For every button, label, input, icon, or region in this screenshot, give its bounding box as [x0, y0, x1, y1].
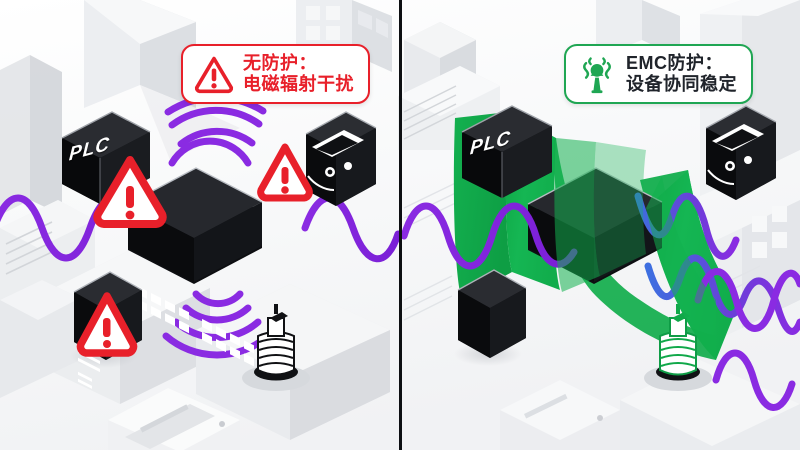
wave-left-outgoing-b: [301, 194, 402, 263]
radiation-arcs-bottom: [162, 290, 272, 359]
badge-unprotected-text: 无防护： 电磁辐射干扰: [243, 53, 354, 95]
badge-emc-protected[interactable]: EMC防护： 设备协同稳定: [564, 44, 753, 105]
warning-triangle-server: [76, 292, 138, 357]
device-hmi-left: [305, 111, 377, 206]
badge-unprotected[interactable]: 无防护： 电磁辐射干扰: [181, 44, 370, 105]
warning-triangle-icon: [194, 56, 234, 94]
warning-triangle-plc: [93, 156, 167, 228]
badge-emc-line2: 设备协同稳定: [626, 74, 737, 95]
device-plc-right: [461, 105, 553, 198]
wave-right-outgoing: [694, 268, 800, 332]
wave-right-outgoing-low: [712, 349, 796, 411]
badge-unprotected-line1: 无防护：: [243, 53, 317, 73]
emc-tower-shield-icon: [583, 57, 611, 94]
badge-unprotected-line2: 电磁辐射干扰: [243, 74, 354, 95]
wave-right-incoming: [400, 202, 578, 270]
shield-face-front-left: [554, 138, 600, 292]
warning-triangle-hmi: [257, 143, 313, 202]
badge-emc-protected-text: EMC防护： 设备协同稳定: [626, 53, 737, 95]
device-hmi-right: [705, 105, 777, 200]
badge-emc-line1: EMC防护：: [626, 53, 723, 73]
panel-divider: [399, 0, 402, 450]
device-server-right: [454, 269, 527, 366]
shield-face-front-right: [646, 176, 716, 360]
device-beacon-left: [242, 304, 310, 391]
shield-face-mid: [593, 142, 646, 276]
